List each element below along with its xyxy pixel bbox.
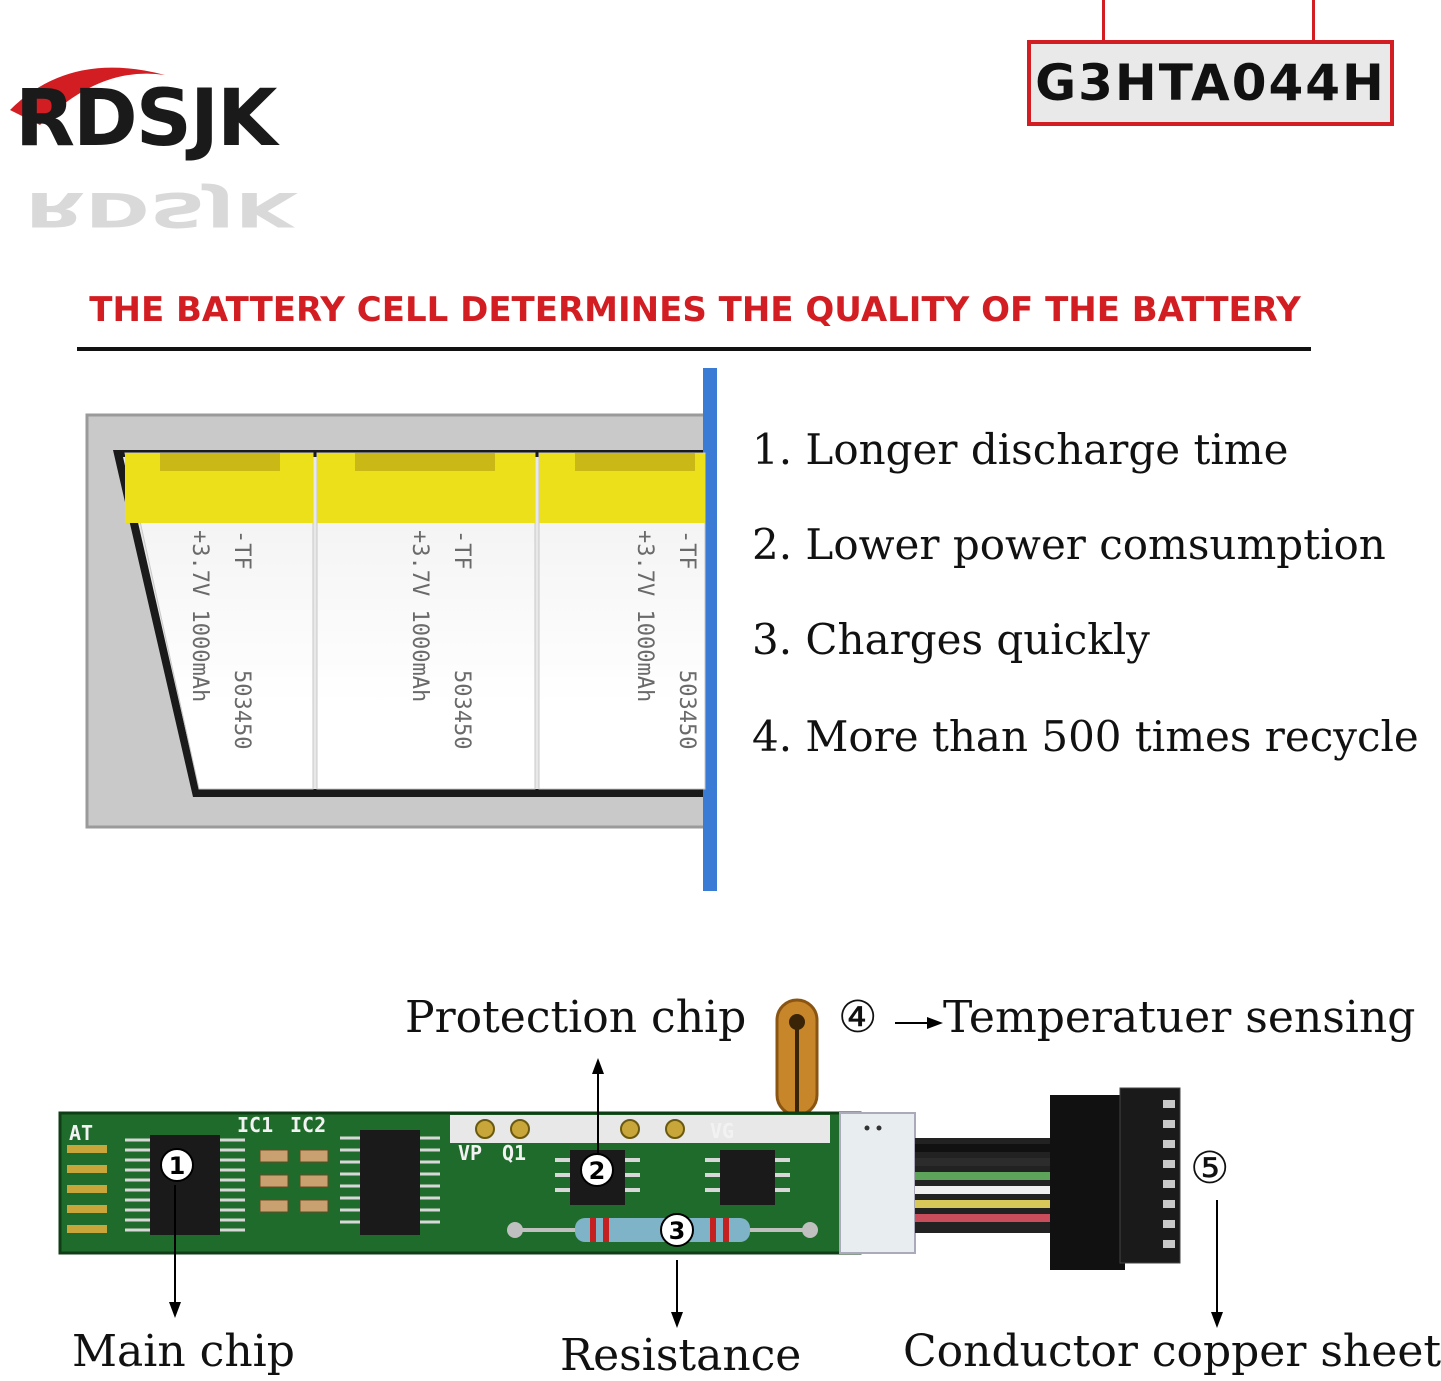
feature-item: 2. Lower power comsumption	[752, 520, 1386, 569]
battery-cell	[316, 452, 536, 790]
silkscreen-vp: VP	[458, 1141, 482, 1165]
label-main-chip: Main chip	[72, 1326, 295, 1377]
model-box-lead	[1312, 0, 1315, 42]
cell-print: 503450	[449, 670, 474, 749]
brand-logo-text: RDSJK	[15, 74, 280, 164]
cell-print: +3.7V 1000mAh	[632, 530, 657, 702]
silkscreen-at: AT	[69, 1121, 93, 1145]
cell-print: -TF	[229, 530, 254, 570]
marker-resistance: 3	[669, 1217, 686, 1245]
cell-print: 503450	[674, 670, 699, 749]
silkscreen-vg: VG	[710, 1119, 734, 1143]
cell-print: 503450	[229, 670, 254, 749]
pcb-diagram: 1 2 3 AT IC1 IC2 VP Q1 VG	[58, 998, 1223, 1328]
headline: THE BATTERY CELL DETERMINES THE QUALITY …	[89, 290, 1301, 330]
marker-temperature-sensing: ④	[838, 992, 878, 1043]
model-box-lead	[1102, 0, 1105, 42]
model-code-box: G3HTA044H	[1027, 40, 1394, 126]
brand-logo: RDSJK RDSJK	[10, 67, 298, 236]
marker-protection-chip: 2	[589, 1157, 606, 1185]
feature-item: 3. Charges quickly	[752, 615, 1150, 664]
feature-item: 4. More than 500 times recycle	[752, 712, 1419, 761]
label-protection-chip: Protection chip	[405, 992, 747, 1043]
cell-print: -TF	[674, 530, 699, 570]
model-code: G3HTA044H	[1035, 54, 1386, 112]
headline-divider	[77, 347, 1311, 351]
cell-print: +3.7V 1000mAh	[187, 530, 212, 702]
label-resistance: Resistance	[560, 1330, 802, 1381]
marker-conductor: ⑤	[1190, 1143, 1230, 1194]
brand-logo-reflection: RDSJK	[25, 181, 298, 236]
battery-cell	[538, 452, 706, 790]
silkscreen-ic2: IC2	[290, 1113, 326, 1137]
silkscreen-ic1: IC1	[237, 1113, 273, 1137]
cell-print: +3.7V 1000mAh	[407, 530, 432, 702]
cell-print: -TF	[449, 530, 474, 570]
label-temperature-sensing: Temperatuer sensing	[943, 992, 1416, 1043]
battery-cell	[124, 452, 314, 790]
battery-cell-illustration: -TF 503450 +3.7V 1000mAh -TF 503450 +3.7…	[85, 368, 717, 891]
label-conductor-copper-sheet: Conductor copper sheet	[903, 1326, 1441, 1377]
marker-main-chip: 1	[169, 1152, 186, 1180]
silkscreen-q1: Q1	[502, 1141, 526, 1165]
feature-item: 1. Longer discharge time	[752, 425, 1289, 474]
